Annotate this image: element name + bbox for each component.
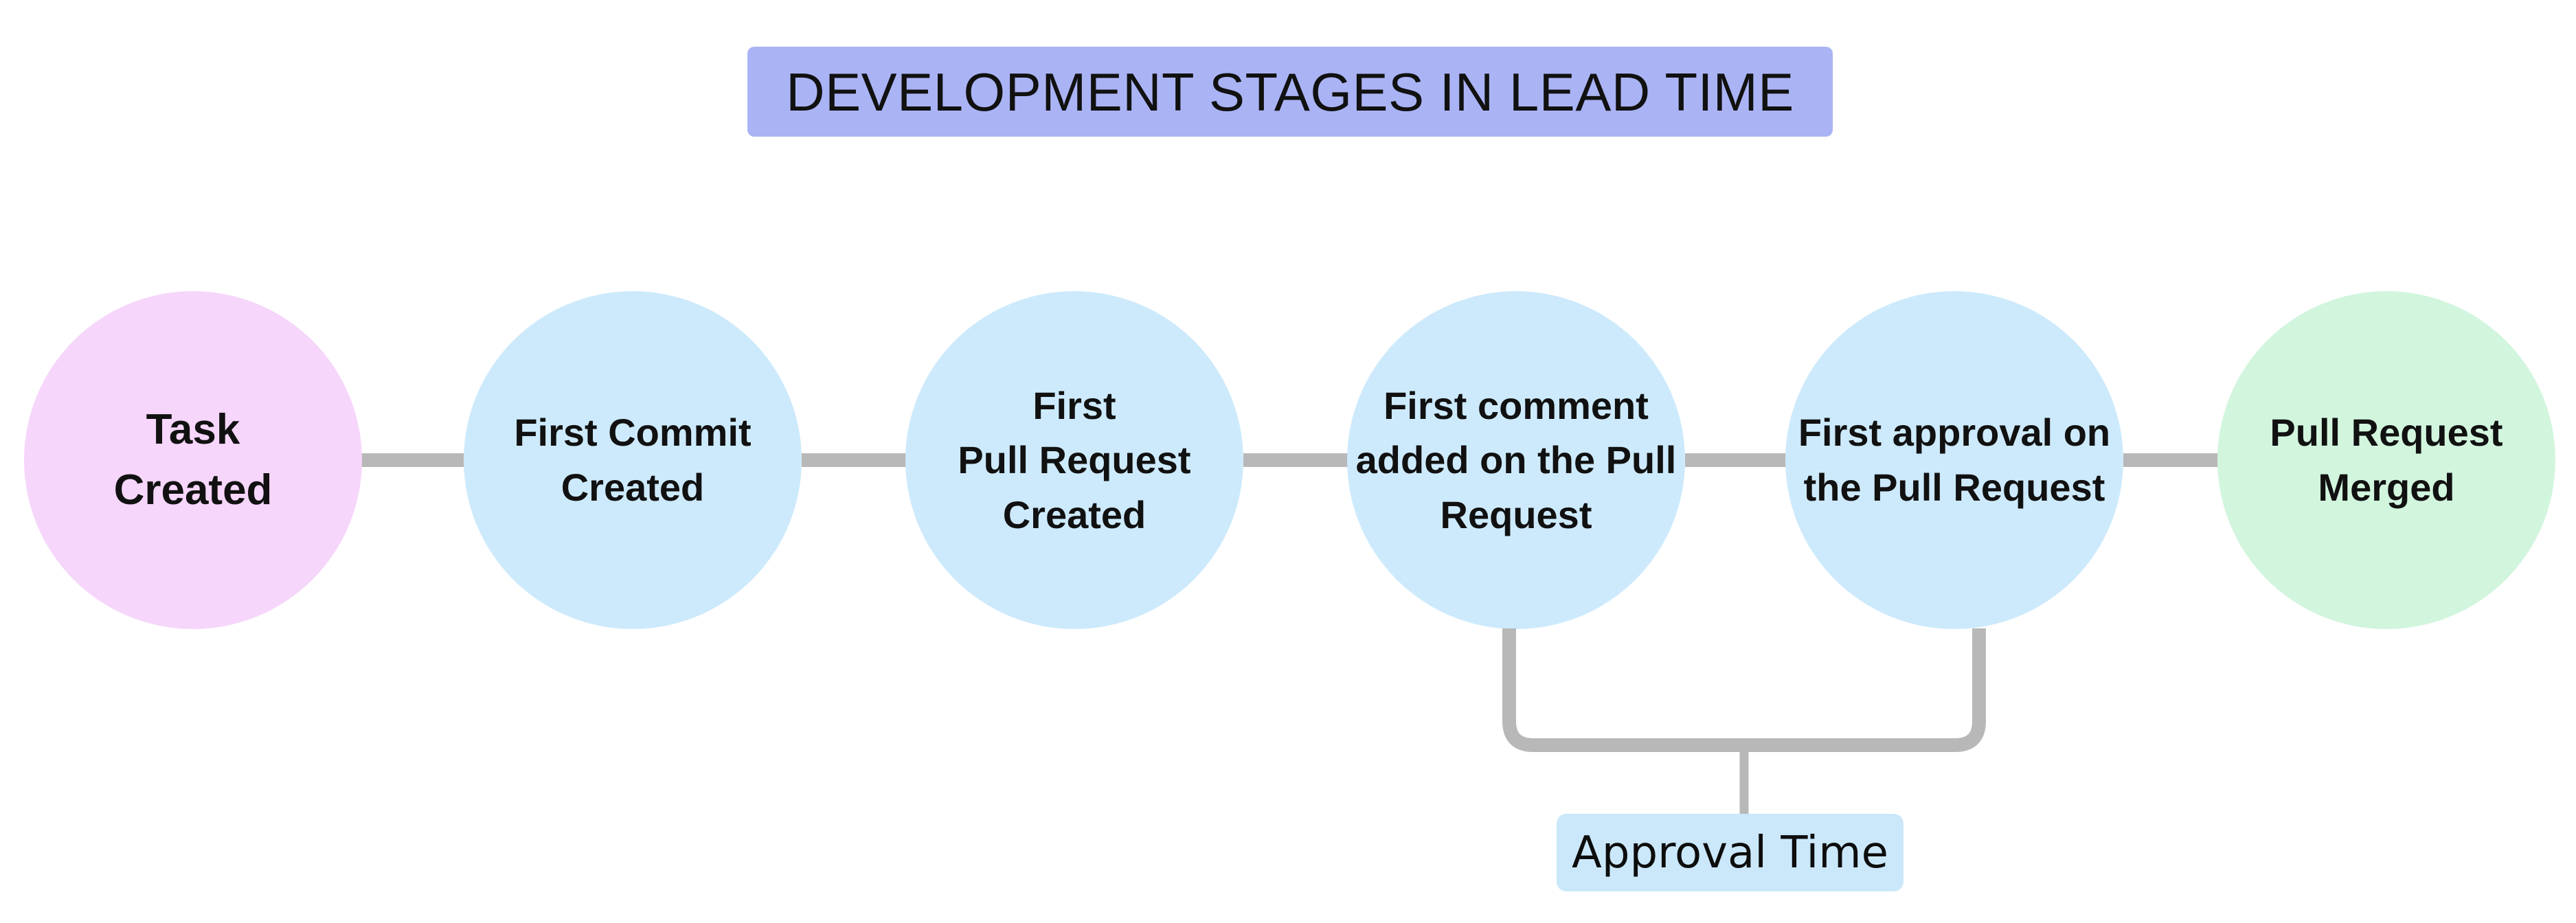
- bracket-path: [1502, 628, 1986, 752]
- connector-5: [2123, 453, 2226, 467]
- page-title: DEVELOPMENT STAGES IN LEAD TIME: [786, 61, 1794, 122]
- approval-time-bracket: [1502, 628, 1986, 817]
- stage-node-first-approval[interactable]: First approval on the Pull Request: [1785, 291, 2123, 629]
- connector-2: [802, 453, 908, 467]
- stage-node-first-comment-added[interactable]: First comment added on the Pull Request: [1347, 291, 1685, 629]
- connector-4: [1685, 453, 1788, 467]
- stage-label-pull-request-merged: Pull Request Merged: [2270, 411, 2503, 509]
- connector-1: [361, 453, 467, 467]
- stage-label-first-commit-created: First Commit Created: [514, 411, 752, 509]
- stage-label-first-approval: First approval on the Pull Request: [1798, 411, 2111, 509]
- stage-label-task-created: Task Created: [113, 405, 273, 514]
- stage-node-pull-request-merged[interactable]: Pull Request Merged: [2217, 291, 2555, 629]
- approval-time-label-box[interactable]: Approval Time: [1557, 814, 1903, 891]
- stage-label-first-comment-added: First comment added on the Pull Request: [1355, 383, 1677, 536]
- stage-node-first-pull-request-created[interactable]: First Pull Request Created: [905, 291, 1243, 629]
- diagram-title-banner: DEVELOPMENT STAGES IN LEAD TIME: [747, 47, 1833, 137]
- connector-3: [1243, 453, 1350, 467]
- stage-node-task-created[interactable]: Task Created: [24, 291, 362, 629]
- stage-label-first-pull-request-created: First Pull Request Created: [958, 383, 1191, 536]
- stage-node-first-commit-created[interactable]: First Commit Created: [464, 291, 802, 629]
- approval-time-label: Approval Time: [1572, 827, 1888, 878]
